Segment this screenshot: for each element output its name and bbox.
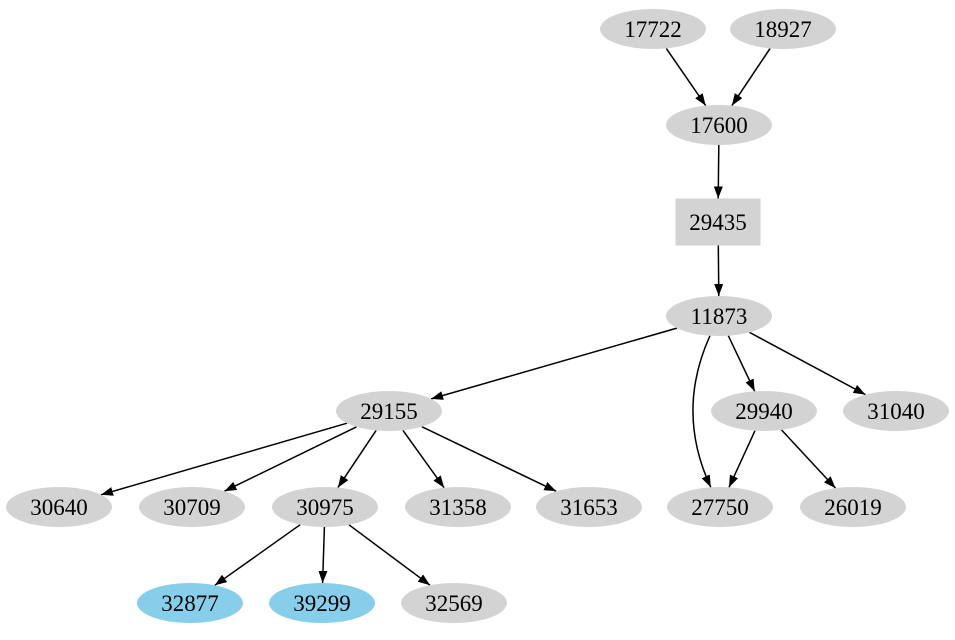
edge-29155-30640 xyxy=(100,422,348,496)
node-18927: 18927 xyxy=(730,9,836,49)
edge-29155-30975 xyxy=(337,429,377,489)
node-31040: 31040 xyxy=(843,391,949,431)
node-ellipse-shape xyxy=(666,105,772,145)
edge-30975-39299 xyxy=(318,526,328,584)
edge-30975-32877 xyxy=(214,524,301,586)
node-ellipse-shape xyxy=(666,296,772,336)
edge-29155-30709 xyxy=(224,426,357,492)
node-ellipse-shape xyxy=(405,487,511,527)
node-ellipse-shape xyxy=(536,487,642,527)
node-label: 11873 xyxy=(691,304,748,329)
node-label: 26019 xyxy=(824,495,882,520)
edge-11873-29940 xyxy=(727,335,756,392)
node-39299: 39299 xyxy=(269,583,375,623)
edge-11873-31040 xyxy=(749,331,866,396)
node-ellipse-shape xyxy=(272,487,378,527)
edge-29155-31653 xyxy=(421,426,557,492)
node-label: 29435 xyxy=(689,210,747,235)
node-label: 29155 xyxy=(360,399,418,424)
node-ellipse-shape xyxy=(711,391,817,431)
node-26019: 26019 xyxy=(800,487,906,527)
node-label: 29940 xyxy=(735,399,793,424)
node-label: 32877 xyxy=(161,591,219,616)
node-29940: 29940 xyxy=(711,391,817,431)
node-box-shape xyxy=(675,198,761,246)
node-ellipse-shape xyxy=(600,9,706,49)
node-31653: 31653 xyxy=(536,487,642,527)
nodes-layer: 17722 18927 17600 29435 11873 29155 29940 31040… xyxy=(6,9,949,623)
node-ellipse-shape xyxy=(843,391,949,431)
node-30975: 30975 xyxy=(272,487,378,527)
node-ellipse-shape xyxy=(139,487,245,527)
node-17600: 17600 xyxy=(666,105,772,145)
edge-29940-26019 xyxy=(780,429,837,489)
node-label: 30975 xyxy=(296,495,354,520)
node-label: 27750 xyxy=(691,495,749,520)
node-ellipse-shape xyxy=(730,9,836,49)
node-ellipse-shape xyxy=(269,583,375,623)
edge-29155-31358 xyxy=(402,429,445,489)
node-label: 31040 xyxy=(867,399,925,424)
edge-30975-32569 xyxy=(348,524,431,586)
node-ellipse-shape xyxy=(800,487,906,527)
node-label: 31653 xyxy=(560,495,618,520)
node-label: 17600 xyxy=(690,113,748,138)
node-11873: 11873 xyxy=(666,296,772,336)
node-label: 30709 xyxy=(163,495,221,520)
node-29155: 29155 xyxy=(336,391,442,431)
edge-17722-17600 xyxy=(665,47,707,107)
node-32569: 32569 xyxy=(401,583,507,623)
node-31358: 31358 xyxy=(405,487,511,527)
node-label: 17722 xyxy=(624,17,682,42)
node-ellipse-shape xyxy=(336,391,442,431)
edge-29435-11873 xyxy=(714,245,724,297)
node-label: 39299 xyxy=(293,591,351,616)
node-ellipse-shape xyxy=(137,583,243,623)
node-label: 18927 xyxy=(754,17,812,42)
node-30640: 30640 xyxy=(6,487,112,527)
node-label: 32569 xyxy=(425,591,483,616)
edges-layer xyxy=(100,47,866,586)
edge-11873-29155 xyxy=(430,327,678,400)
node-30709: 30709 xyxy=(139,487,245,527)
node-17722: 17722 xyxy=(600,9,706,49)
node-32877: 32877 xyxy=(137,583,243,623)
node-ellipse-shape xyxy=(6,487,112,527)
edge-29940-27750 xyxy=(728,430,756,488)
node-label: 30640 xyxy=(30,495,88,520)
edge-18927-17600 xyxy=(731,47,771,107)
node-ellipse-shape xyxy=(401,583,507,623)
node-ellipse-shape xyxy=(667,487,773,527)
node-29435: 29435 xyxy=(675,198,761,246)
node-27750: 27750 xyxy=(667,487,773,527)
edge-17600-29435 xyxy=(713,144,723,199)
node-label: 31358 xyxy=(429,495,487,520)
edge-11873-27750 xyxy=(692,335,712,488)
